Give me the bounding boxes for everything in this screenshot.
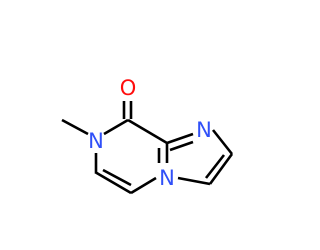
bond-c5-n4: [130, 176, 157, 195]
bond-c6-c5-double: [102, 168, 132, 187]
bond-c8a-n1-double: [169, 140, 194, 152]
bond-c3-n4: [177, 176, 211, 186]
bond-c8-n7: [103, 118, 129, 136]
atom-labels: O N N N: [88, 76, 212, 190]
bond-n7-methyl: [61, 118, 89, 136]
bonds: [61, 101, 234, 195]
n-bridgehead-label: N: [159, 166, 175, 190]
bond-c8a-n1: [166, 132, 194, 145]
bond-c6-c5: [94, 170, 132, 195]
oxygen-label: O: [120, 76, 137, 100]
n-imidazole-label: N: [196, 118, 212, 142]
imidazopyrazinone-structure: O N N N: [61, 76, 234, 195]
bond-c8-c8a: [127, 118, 168, 145]
n-methyl-label: N: [88, 129, 104, 153]
bond-n1-c2: [211, 129, 234, 155]
bond-c2-c3: [208, 153, 234, 185]
bond-c2-c3-double: [204, 154, 226, 179]
